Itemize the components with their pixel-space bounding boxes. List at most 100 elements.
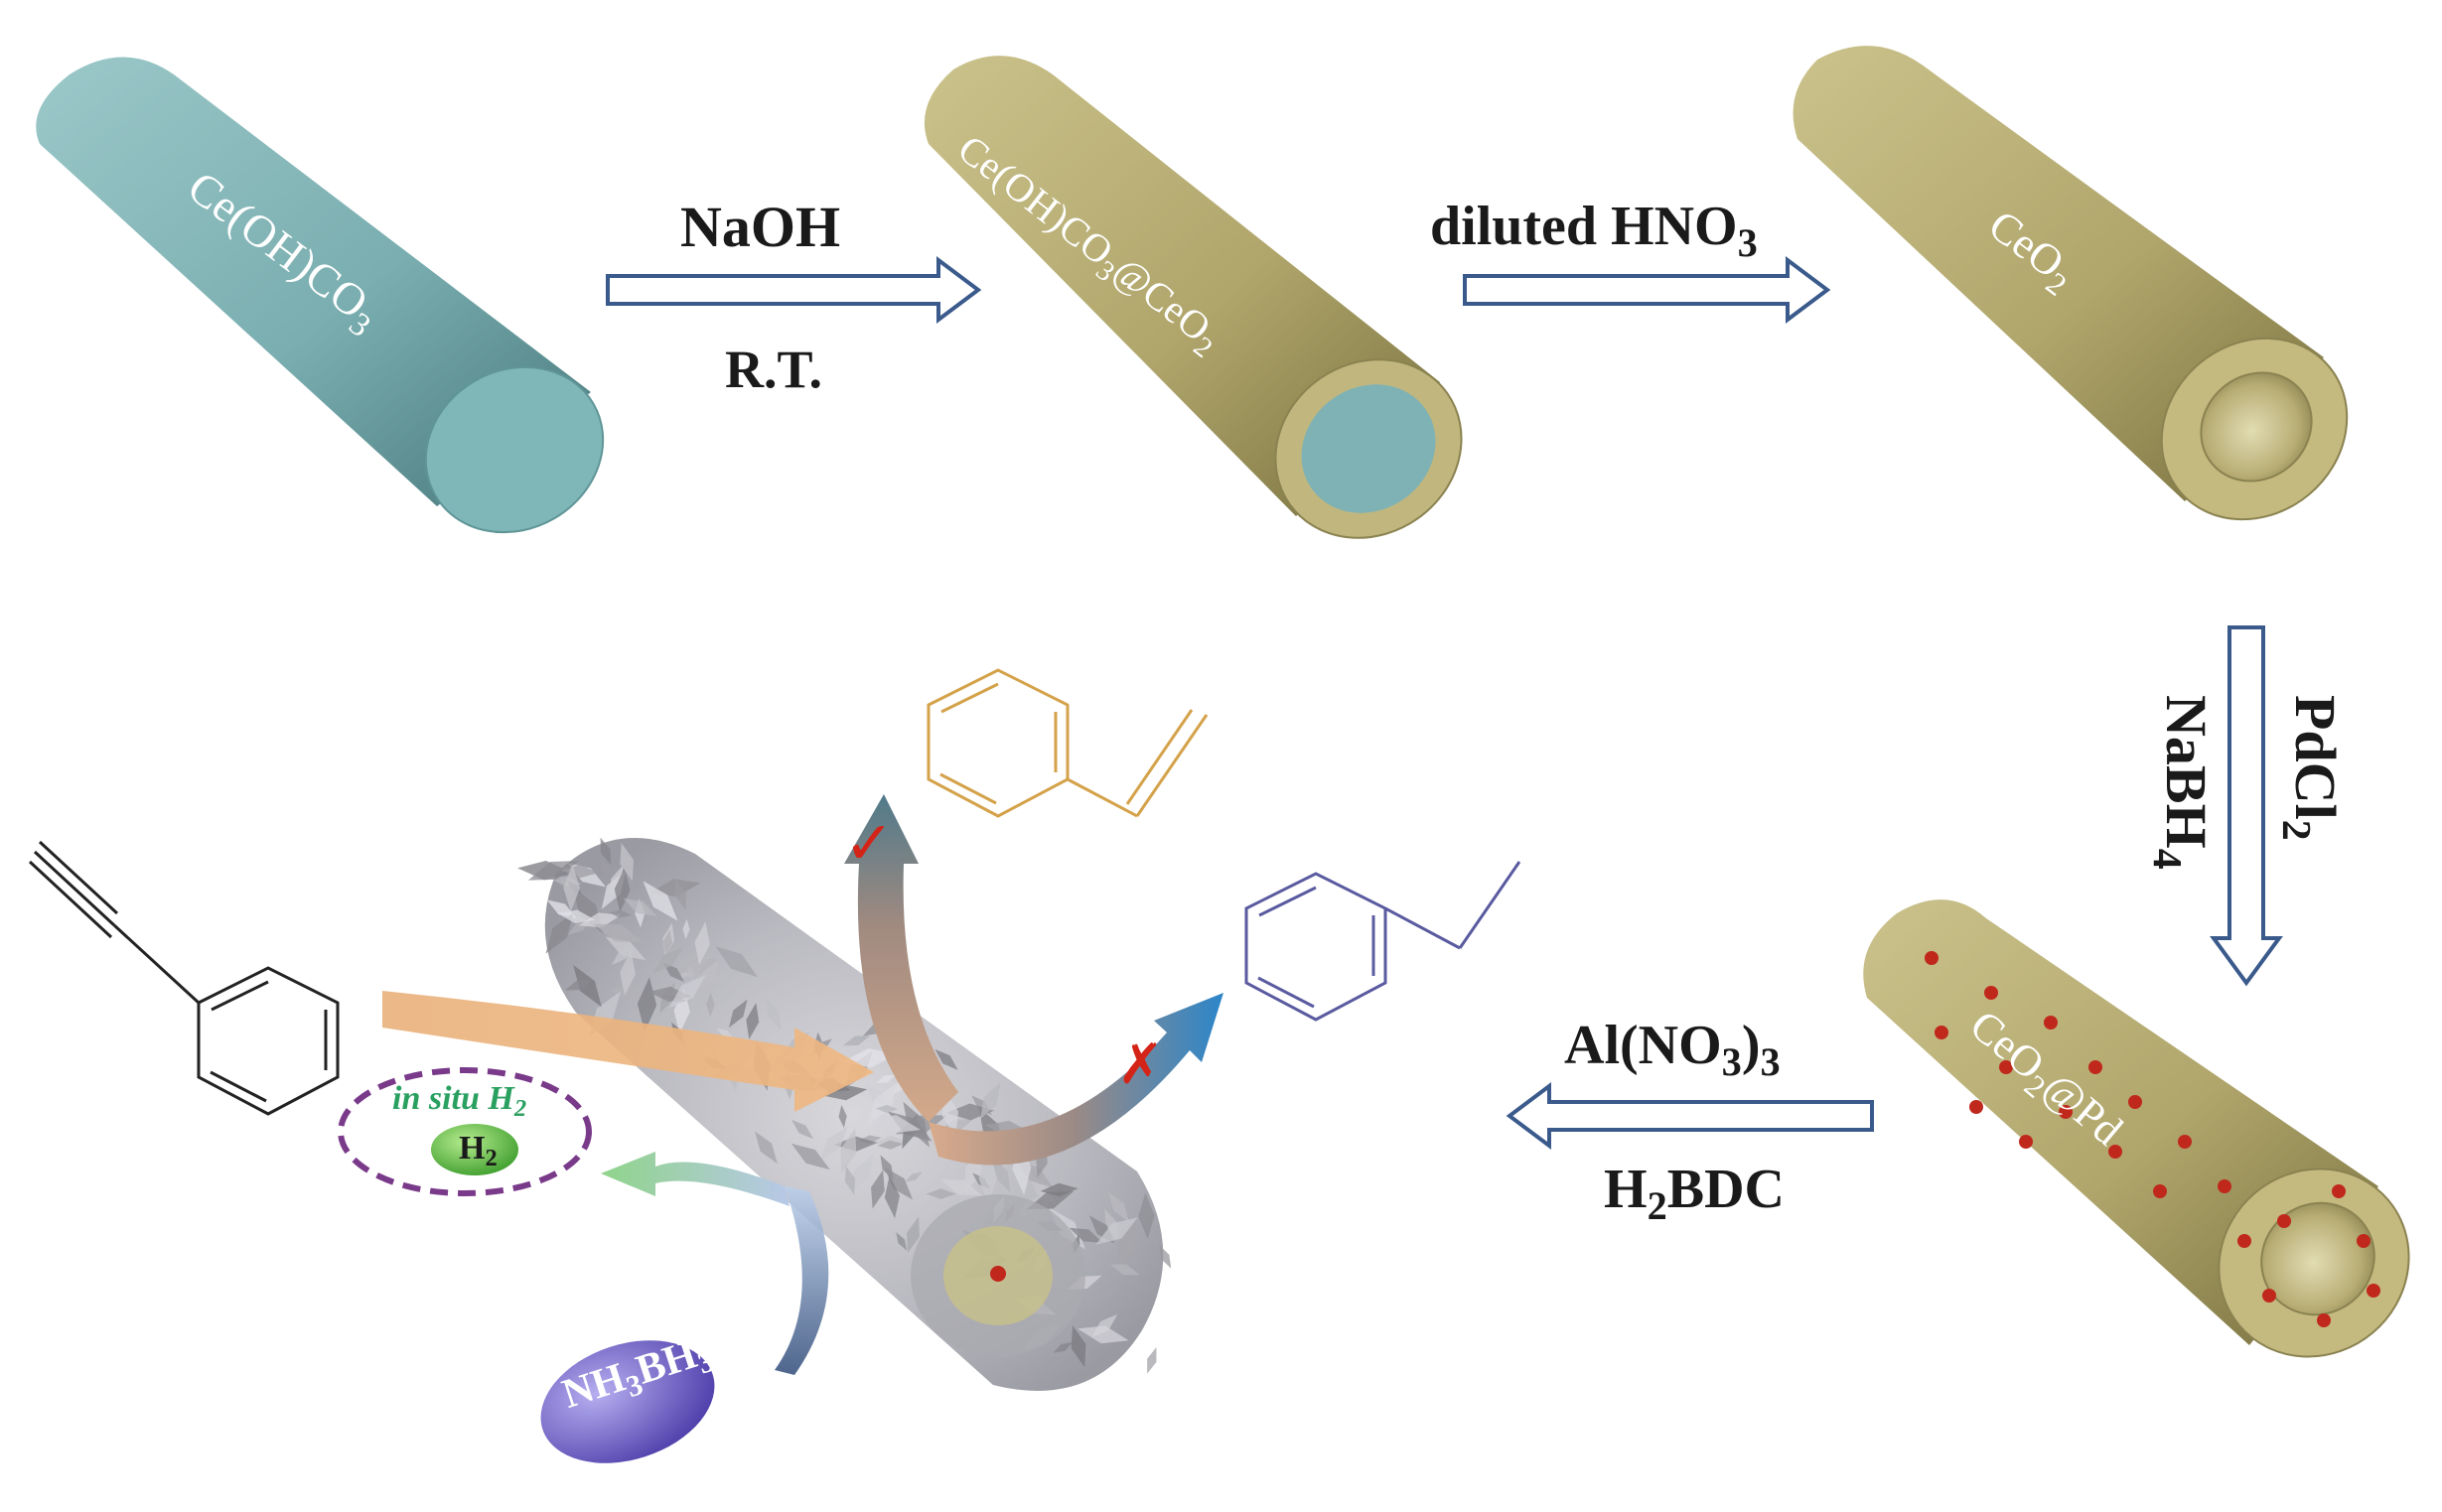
- rod-ce-oh-co3: [36, 57, 605, 534]
- mof-flake: [867, 1081, 899, 1126]
- step3-reagent-pdcl2: PdCl2: [2273, 695, 2348, 841]
- mof-flake: [1077, 1325, 1129, 1344]
- phenylacetylene-structure: [28, 840, 340, 1116]
- step2-reagent-main: diluted HNO: [1430, 196, 1738, 257]
- mof-flake: [754, 1131, 778, 1165]
- h2-label: H2: [459, 1130, 498, 1171]
- pd-dot: [2262, 1289, 2276, 1303]
- mof-flake: [687, 964, 695, 985]
- step2-reagent: diluted HNO3: [1430, 196, 1758, 263]
- arrow-step3: [2210, 625, 2283, 987]
- rod-core-shell: [924, 56, 1463, 539]
- mof-flake: [612, 944, 634, 966]
- mof-flake: [790, 1119, 814, 1140]
- pd-dot: [2044, 1016, 2058, 1030]
- h2-label-sub: 2: [485, 1145, 498, 1172]
- step3-reagent-nabh4: NaBH4: [2144, 695, 2219, 870]
- mof-flake: [728, 999, 748, 1029]
- mof-flake: [844, 1166, 856, 1195]
- step4-reagent-sub1: 3: [1721, 1039, 1742, 1085]
- in-situ-h2-sub: 2: [513, 1095, 527, 1123]
- in-situ-h2-label: in situ H2: [392, 1082, 526, 1122]
- mof-flake: [980, 1082, 1001, 1120]
- step4-linker-b: BDC: [1666, 1159, 1785, 1220]
- mof-flake: [620, 842, 634, 882]
- styrene-structure: [927, 668, 1209, 818]
- mof-flake: [564, 980, 592, 991]
- step3-pdcl-sub: 2: [2273, 819, 2320, 841]
- mof-flake: [884, 1174, 901, 1219]
- mof-flake: [563, 864, 580, 912]
- step1-condition: R.T.: [725, 340, 823, 399]
- mof-flake: [1108, 1191, 1129, 1223]
- step4-reagent-a: Al(NO: [1564, 1015, 1722, 1076]
- mof-flake: [556, 909, 596, 924]
- mof-flake: [1147, 1346, 1157, 1374]
- mof-flake: [905, 1171, 923, 1182]
- mof-flake: [614, 867, 631, 912]
- rejected-cross-mark: ✗: [1117, 1032, 1164, 1097]
- h2-release-arrow: [601, 1152, 829, 1375]
- pd-dot: [2108, 1145, 2122, 1159]
- pd-dot: [2237, 1234, 2251, 1248]
- pd-nanoparticles: [1925, 951, 2380, 1327]
- mof-flake: [926, 1188, 956, 1199]
- mof-flake: [652, 947, 683, 973]
- mof-flake: [573, 964, 602, 1008]
- step4-reagent: Al(NO3)3: [1564, 1015, 1781, 1082]
- mof-flake: [766, 998, 782, 1031]
- mof-flake: [884, 1167, 914, 1200]
- selective-check-mark: ✓: [844, 809, 895, 879]
- mof-flake: [840, 1128, 857, 1174]
- mof-flake: [939, 1178, 983, 1196]
- mof-flake: [1040, 1182, 1078, 1197]
- mof-flake: [694, 921, 710, 966]
- mof-flake: [907, 1216, 920, 1254]
- mof-flake: [945, 1103, 995, 1121]
- mof-flake: [903, 1101, 930, 1148]
- pd-dot: [2332, 1184, 2346, 1198]
- mof-flake: [600, 837, 612, 865]
- mof-flake: [527, 861, 579, 881]
- h2-label-main: H: [459, 1130, 486, 1167]
- mof-flake: [593, 923, 644, 942]
- rod-ceo2-hollow: [1793, 46, 2349, 521]
- arrow-step4: [1506, 1082, 1874, 1150]
- step3-nabh-sub: 4: [2144, 848, 2191, 870]
- mof-flake: [1117, 1220, 1136, 1272]
- h2-bubble: [431, 1124, 518, 1175]
- pd-dot: [2128, 1095, 2142, 1109]
- mof-flake: [578, 912, 622, 928]
- mof-flake: [876, 1074, 897, 1083]
- mof-flake: [662, 929, 672, 955]
- pd-dot: [1925, 951, 1939, 965]
- nh3bh3-ellipse: [540, 1340, 715, 1463]
- mof-flake: [608, 909, 632, 918]
- mof-flake: [545, 912, 574, 954]
- mof-flake: [560, 865, 599, 879]
- mof-flake: [715, 946, 758, 978]
- mof-flake: [623, 897, 657, 917]
- mof-flake: [1069, 1227, 1103, 1244]
- pd-dot: [2059, 1105, 2073, 1119]
- step4-reagent-b: ): [1741, 1015, 1761, 1076]
- mof-flake: [838, 1104, 847, 1129]
- mof-flake: [871, 1169, 885, 1209]
- mof-flake: [875, 1104, 899, 1113]
- step4-linker-sub: 2: [1647, 1183, 1667, 1229]
- pd-dot: [2178, 1135, 2192, 1149]
- mof-flake: [790, 1143, 830, 1170]
- mof-flake: [637, 977, 657, 1032]
- mof-flake: [877, 1140, 904, 1150]
- mof-flake: [662, 962, 685, 983]
- arrow-step1: [606, 256, 982, 324]
- mof-flake: [676, 958, 722, 974]
- step4-linker: H2BDC: [1604, 1159, 1785, 1226]
- step4-reagent-sub2: 3: [1760, 1039, 1781, 1085]
- mof-flake: [668, 975, 706, 1009]
- pd-dot: [1999, 1060, 2013, 1074]
- pd-dot: [2367, 1284, 2380, 1298]
- mof-flake: [1071, 1324, 1086, 1368]
